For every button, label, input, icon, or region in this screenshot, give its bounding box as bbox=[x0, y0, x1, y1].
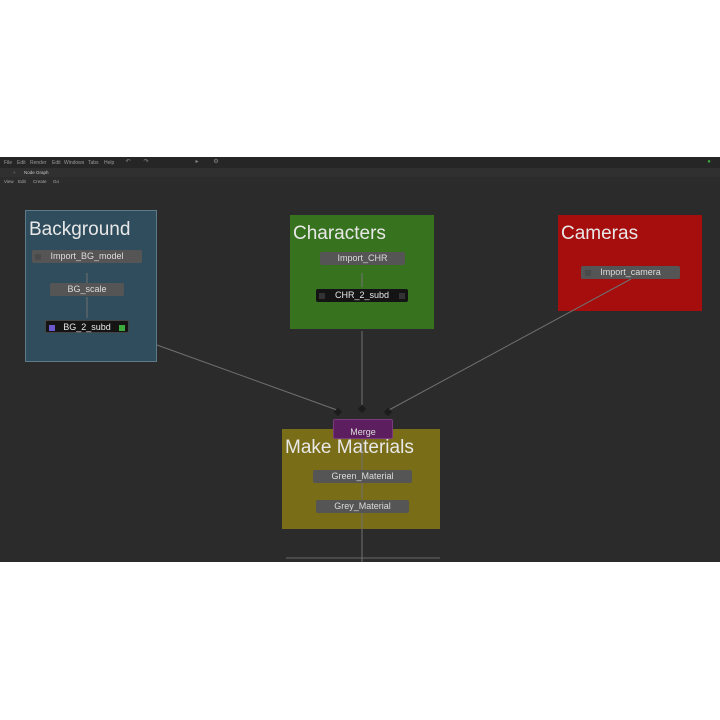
node-label: Grey_Material bbox=[334, 501, 391, 511]
node-label: CHR_2_subd bbox=[334, 290, 390, 300]
menu-create[interactable]: Create bbox=[33, 178, 47, 184]
backdrop-title-background: Background bbox=[29, 219, 131, 240]
node-flag-icon bbox=[49, 324, 55, 331]
menu-bar: File Edit Render Edit Windows Tabs Help … bbox=[0, 157, 720, 168]
node-label: BG_2_subd bbox=[63, 322, 111, 332]
menu-go[interactable]: Go bbox=[53, 178, 60, 184]
menu-render[interactable]: Render bbox=[30, 160, 47, 166]
node-import-chr[interactable]: Import_CHR bbox=[320, 252, 405, 265]
node-import-camera[interactable]: Import_camera bbox=[581, 266, 680, 279]
node-flag-icon bbox=[585, 269, 591, 276]
menu-tabs[interactable]: Tabs bbox=[88, 160, 99, 166]
node-flag-icon bbox=[399, 292, 405, 299]
node-merge[interactable]: Merge bbox=[333, 419, 393, 439]
menu-view[interactable]: View bbox=[4, 178, 14, 184]
redo-icon[interactable]: ↷ bbox=[143, 159, 149, 165]
node-flag-icon bbox=[119, 324, 125, 331]
backdrop-title-characters: Characters bbox=[293, 223, 386, 244]
divider bbox=[286, 557, 440, 559]
play-icon[interactable]: ▸ bbox=[195, 159, 199, 165]
node-green-material[interactable]: Green_Material bbox=[313, 470, 412, 483]
node-graph-canvas[interactable]: Background Characters Cameras Make Mater… bbox=[0, 185, 720, 562]
undo-icon[interactable]: ↶ bbox=[125, 159, 131, 165]
node-label: Merge bbox=[350, 427, 376, 437]
backdrop-characters[interactable]: Characters bbox=[290, 215, 434, 329]
backdrop-cameras[interactable]: Cameras bbox=[558, 215, 702, 311]
node-bg-2-subd[interactable]: BG_2_subd bbox=[45, 320, 129, 333]
menu-edit-2[interactable]: Edit bbox=[52, 160, 61, 166]
node-label: BG_scale bbox=[67, 284, 107, 294]
node-label: Green_Material bbox=[331, 471, 394, 481]
node-flag-icon bbox=[35, 253, 41, 260]
node-import-bg-model[interactable]: Import_BG_model bbox=[32, 250, 142, 263]
menu-edit[interactable]: Edit bbox=[17, 160, 26, 166]
close-icon[interactable]: × bbox=[13, 170, 16, 175]
connection-wires bbox=[86, 273, 632, 562]
settings-icon[interactable]: ⚙ bbox=[213, 159, 219, 165]
node-grey-material[interactable]: Grey_Material bbox=[316, 500, 409, 513]
menu-file[interactable]: File bbox=[4, 160, 13, 166]
tab-bar: × Node Graph bbox=[0, 168, 720, 177]
graph-menu-bar: View Edit Create Go bbox=[0, 177, 720, 185]
menu-help[interactable]: Help bbox=[104, 160, 115, 166]
backdrop-title-make-materials: Make Materials bbox=[285, 437, 414, 458]
node-label: Import_BG_model bbox=[50, 251, 124, 261]
node-chr-2-subd[interactable]: CHR_2_subd bbox=[316, 289, 408, 302]
node-label: Import_camera bbox=[600, 267, 661, 277]
backdrop-background[interactable]: Background bbox=[25, 210, 157, 362]
tab-node-graph[interactable]: Node Graph bbox=[24, 170, 49, 175]
node-bg-scale[interactable]: BG_scale bbox=[50, 283, 124, 296]
status-icon: ● bbox=[707, 159, 711, 165]
backdrop-title-cameras: Cameras bbox=[561, 223, 639, 244]
node-label: Import_CHR bbox=[337, 253, 388, 263]
node-flag-icon bbox=[319, 292, 325, 299]
katana-window: File Edit Render Edit Windows Tabs Help … bbox=[0, 157, 720, 562]
menu-windows[interactable]: Windows bbox=[64, 160, 85, 166]
menu-graph-edit[interactable]: Edit bbox=[18, 178, 26, 184]
